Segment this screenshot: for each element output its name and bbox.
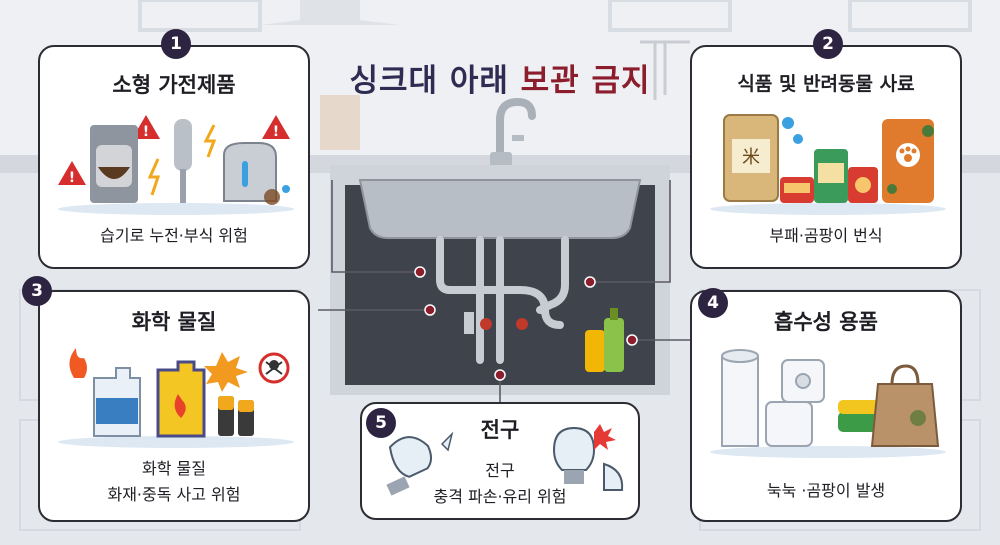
can-icon xyxy=(814,149,848,203)
description-line: 부패·곰팡이 번식 xyxy=(769,226,883,245)
description-line: 충격 파손·유리 위험 xyxy=(433,487,567,506)
chemical-bottle-icon xyxy=(156,360,206,438)
toilet-paper-icon xyxy=(765,359,825,447)
bleach-bottle-icon xyxy=(93,367,141,437)
card-light-bulbs: 5 전구 전구 충격 파손·유리 위험 xyxy=(360,402,640,520)
warning-icon: ! xyxy=(58,161,86,186)
window-frames xyxy=(138,0,972,32)
water-drop-icon xyxy=(782,117,794,129)
svg-text:!: ! xyxy=(69,170,75,186)
broken-bulb-right-icon xyxy=(552,424,624,491)
pet-food-bag-icon xyxy=(882,119,934,203)
card-description: 습기로 누전·부식 위험 xyxy=(40,223,308,249)
badge-2: 2 xyxy=(813,29,843,59)
warning-icon: ! xyxy=(262,115,290,140)
card-description: 전구 충격 파손·유리 위험 xyxy=(362,458,638,510)
spark-icon xyxy=(203,124,217,158)
paper-bag-icon xyxy=(870,364,940,447)
spark-icon xyxy=(147,158,161,196)
card-food-pet-food: 2 식품 및 반려동물 사료 米 xyxy=(690,29,962,269)
card-absorbent-items: 4 흡수성 용품 눅눅 ·곰팡이 발생 xyxy=(690,288,962,522)
card-description: 눅눅 ·곰팡이 발생 xyxy=(692,478,960,504)
utensil-rail xyxy=(640,40,690,100)
absorbent-illustration xyxy=(710,349,946,458)
svg-text:!: ! xyxy=(273,124,279,140)
can-icon xyxy=(780,177,814,203)
card-description: 부패·곰팡이 번식 xyxy=(692,223,960,249)
connector-dots xyxy=(414,266,638,381)
appliances-illustration: ! ! ! xyxy=(58,115,294,215)
chemicals-illustration xyxy=(58,348,294,448)
rice-char: 米 xyxy=(742,147,760,168)
range-hood xyxy=(260,0,400,25)
card-title: 소형 가전제품 xyxy=(112,73,236,97)
warning-icon: ! xyxy=(132,115,160,140)
description-line: 화재·중독 사고 위험 xyxy=(107,485,241,504)
badge-3: 3 xyxy=(22,276,52,306)
card-title: 식품 및 반려동물 사료 xyxy=(737,73,915,95)
card-title: 화학 물질 xyxy=(131,310,217,334)
card-description: 화학 물질 화재·중독 사고 위험 xyxy=(40,456,308,508)
fire-icon xyxy=(69,348,87,378)
water-drop-icon xyxy=(793,134,803,144)
badge-1: 1 xyxy=(161,29,191,59)
svg-text:!: ! xyxy=(143,124,149,140)
description-line: 습기로 누전·부식 위험 xyxy=(100,226,248,245)
card-small-appliances: 1 소형 가전제품 ! ! ! xyxy=(38,29,310,269)
page-title: 싱크대 아래 보관 금지 xyxy=(349,63,651,99)
card-title: 흡수성 용품 xyxy=(774,310,878,334)
coffee-maker-icon xyxy=(90,125,138,203)
card-chemicals: 3 화학 물질 화학 물질 화재·중독 사고 위험 xyxy=(22,276,310,522)
rice-bag-icon: 米 xyxy=(723,114,779,202)
wall-cabinet xyxy=(320,95,360,150)
can-icon xyxy=(848,167,878,203)
kettle-icon xyxy=(223,142,290,205)
battery-icon xyxy=(218,396,254,436)
food-illustration: 米 xyxy=(710,114,946,215)
title-accent: 보관 금지 xyxy=(520,63,651,99)
badge-4: 4 xyxy=(698,288,728,318)
card-title: 전구 xyxy=(480,418,520,442)
description-line: 화학 물질 xyxy=(142,459,206,478)
description-line: 전구 xyxy=(485,461,515,480)
explosion-icon xyxy=(204,352,248,392)
broken-bulb-left-icon xyxy=(386,431,454,496)
badge-5: 5 xyxy=(366,408,396,438)
under-sink-cabinet xyxy=(330,165,670,395)
paper-towel-icon xyxy=(721,349,759,447)
poison-icon xyxy=(258,352,290,384)
hand-blender-icon xyxy=(174,119,192,203)
description-line: 눅눅 ·곰팡이 발생 xyxy=(766,481,886,500)
